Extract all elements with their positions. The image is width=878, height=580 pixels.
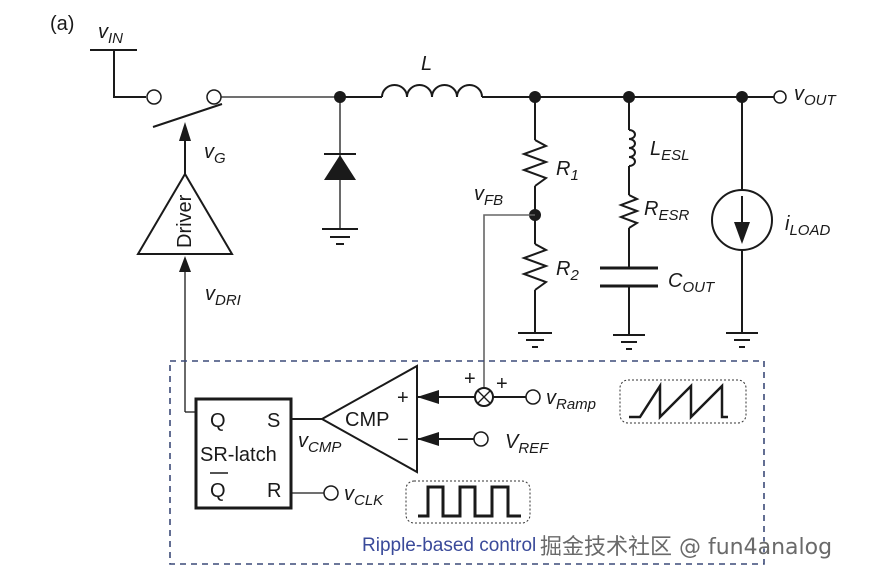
lesl-label: LESL [650, 138, 689, 164]
vout-terminal [773, 90, 787, 104]
r2-label: R2 [556, 258, 579, 284]
vout-label: vOUT [794, 83, 838, 109]
sr-latch [194, 397, 293, 510]
cmp-minus-arrow-icon [417, 432, 439, 446]
vclk-terminal [323, 485, 339, 501]
latch-q: Q [210, 410, 226, 432]
ramp-waveform-icon [629, 381, 728, 421]
driver-label: Driver [174, 194, 196, 248]
vclk-label: vCLK [344, 483, 384, 509]
cout-label: COUT [668, 270, 716, 296]
vdri-label: vDRI [205, 283, 241, 309]
summer-plus-right: + [496, 373, 508, 395]
vcmp-label: vCMP [298, 430, 341, 456]
svg-text:vIN: vIN [98, 21, 123, 47]
vdri-arrow-icon [179, 256, 191, 272]
comparator-label: CMP [345, 409, 389, 431]
resr-label: RESR [644, 198, 689, 224]
watermark: 掘金技术社区 @ fun4analog [540, 535, 832, 560]
inductor-l [381, 84, 483, 98]
latch-s: S [267, 410, 280, 432]
panel-label: (a) [50, 13, 74, 35]
inductor-label: L [421, 53, 432, 75]
comparator-plus: + [397, 387, 409, 409]
feedback-divider [518, 91, 552, 348]
load-current-source [711, 91, 773, 348]
r1-label: R1 [556, 158, 579, 184]
vramp-terminal [525, 389, 541, 405]
clock-waveform-icon [418, 485, 521, 518]
freewheel-diode [322, 91, 358, 245]
latch-r: R [267, 480, 281, 502]
vref-label: VREF [505, 431, 549, 457]
vg-arrow-icon [179, 122, 191, 141]
vfb-label: vFB [474, 183, 503, 209]
comparator [319, 364, 418, 474]
clock-waveform-box [405, 480, 531, 524]
cmp-plus-arrow-icon [417, 390, 439, 404]
vramp-label: vRamp [546, 387, 596, 413]
latch-title: SR-latch [200, 444, 277, 466]
summer-plus-top: + [464, 368, 476, 390]
vin-source: vIN [90, 21, 146, 98]
ramp-waveform-box [619, 379, 747, 424]
iload-label: iLOAD [785, 213, 830, 239]
control-block-border [169, 360, 765, 565]
vfb-wire [483, 214, 535, 388]
driver-buffer [136, 172, 234, 255]
power-switch [146, 89, 223, 128]
comparator-minus: − [397, 429, 409, 451]
output-capacitor [600, 91, 658, 350]
vg-label: vG [204, 141, 226, 167]
vref-terminal [473, 431, 489, 447]
control-block-label: Ripple-based control [362, 535, 536, 556]
latch-qbar: Q [210, 480, 226, 502]
